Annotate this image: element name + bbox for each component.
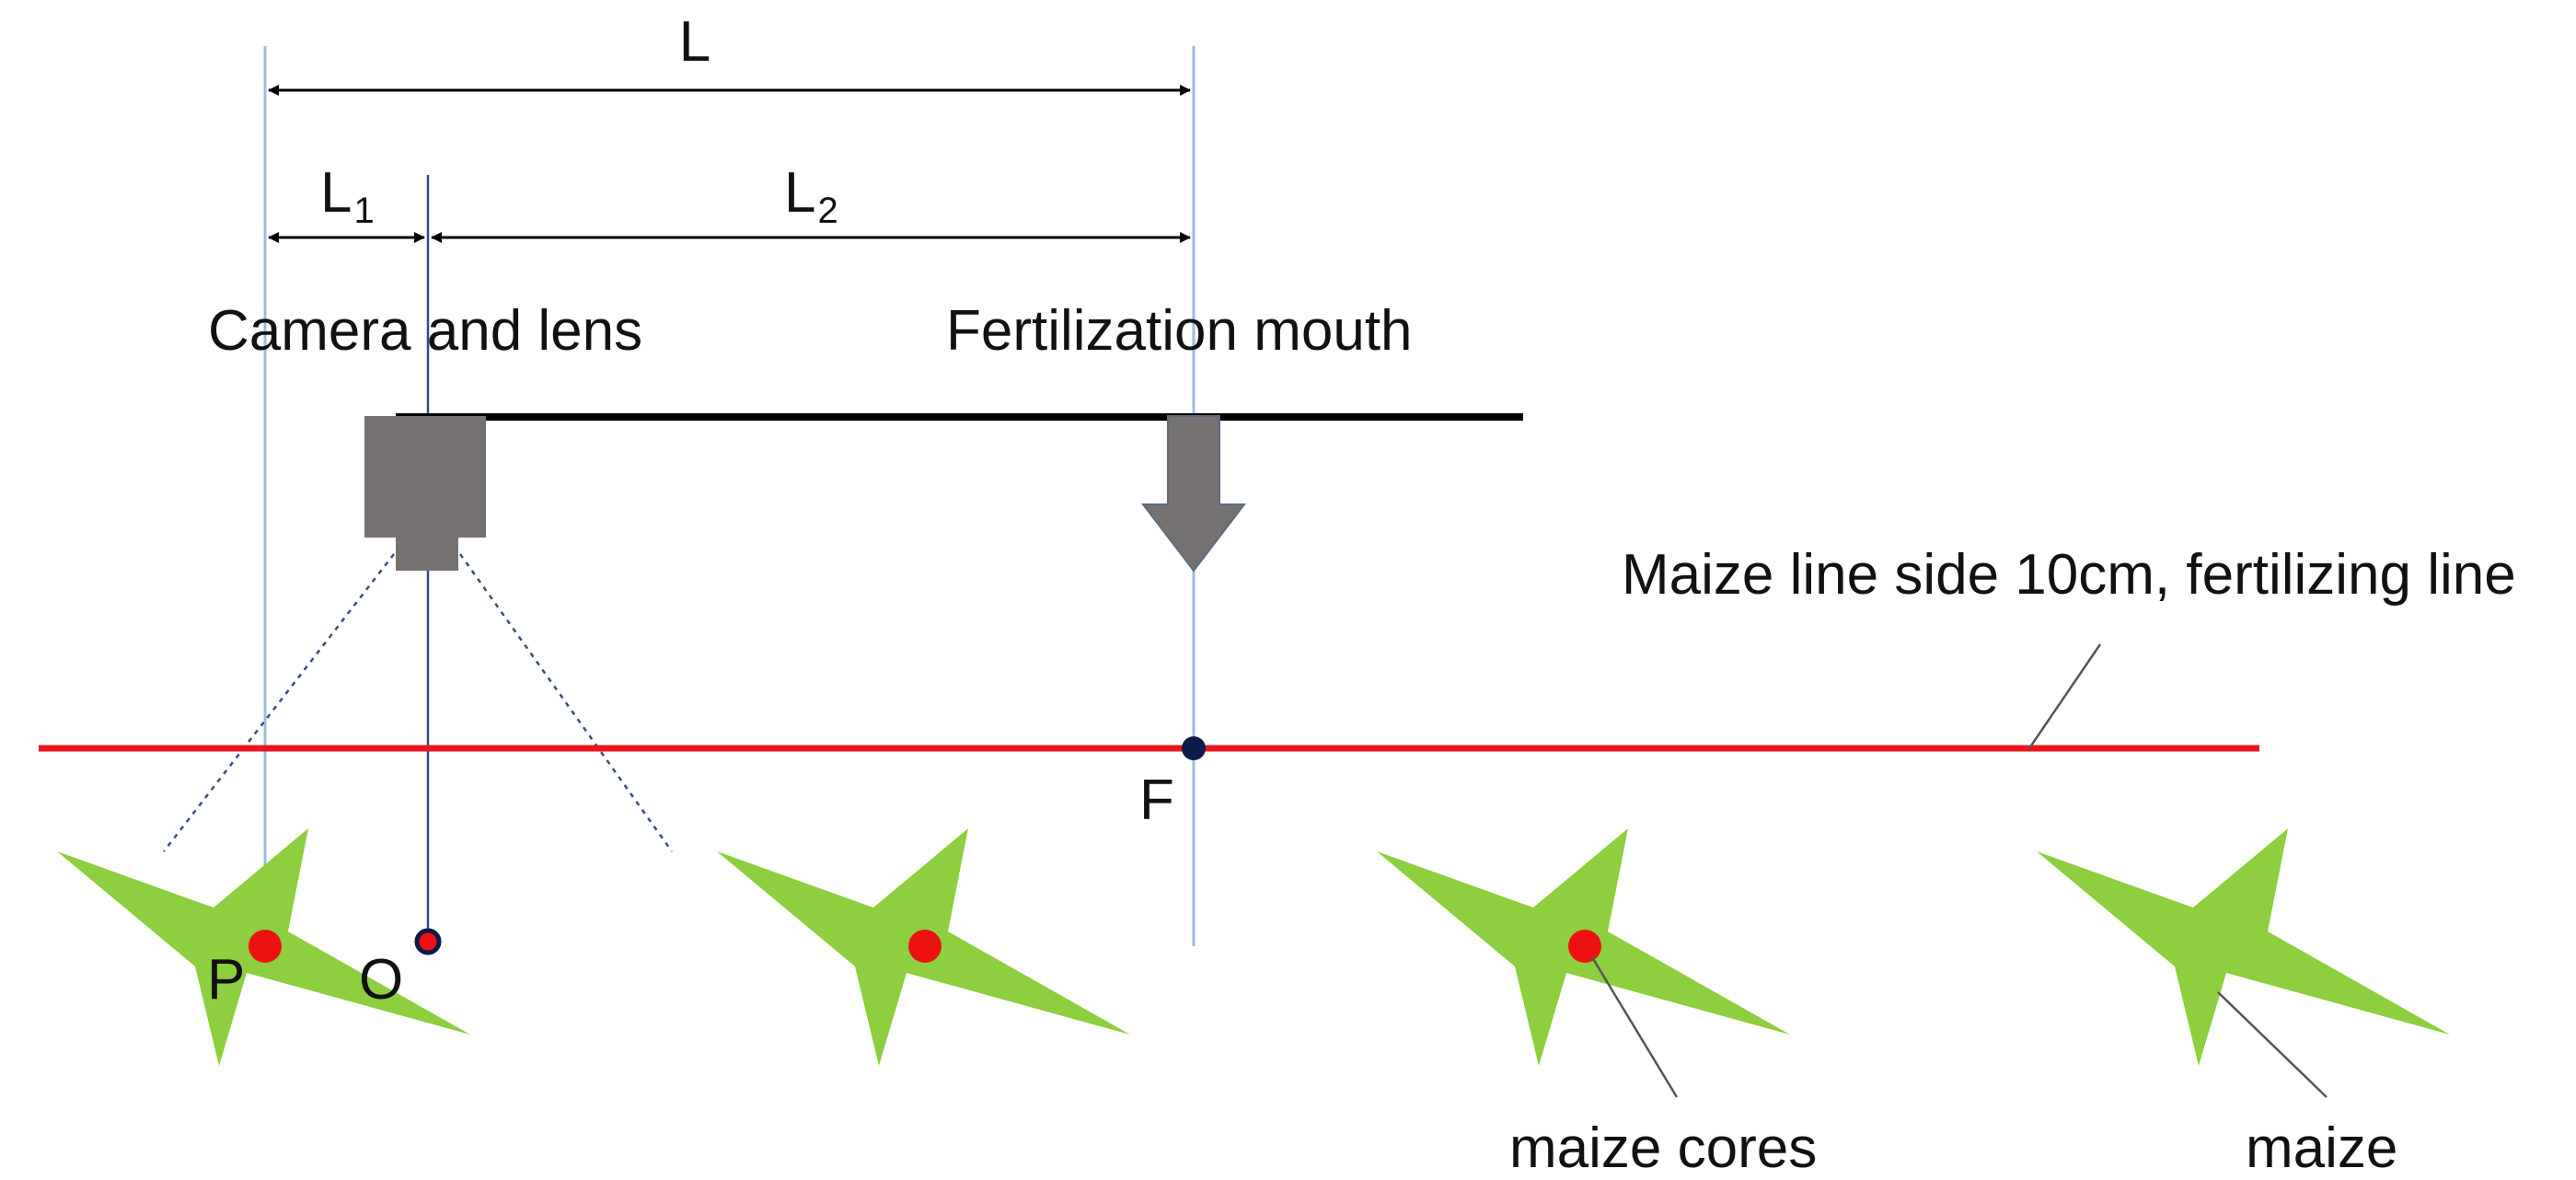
label-l1-main: L [320, 161, 352, 225]
maize-core-3 [1568, 930, 1601, 963]
maize-plant-4 [2037, 828, 2450, 1066]
point-o-marker [414, 928, 442, 955]
label-l1: L1 [320, 161, 375, 231]
label-l2: L2 [784, 161, 838, 231]
camera-field-of-view-left [163, 553, 395, 852]
label-l1-sub: 1 [353, 191, 374, 231]
fertilizing-line-leader [2027, 643, 2102, 749]
maize-core-2 [908, 930, 941, 963]
camera-lens [396, 538, 458, 571]
maize-leader [2217, 991, 2328, 1098]
label-point-o: O [359, 948, 403, 1012]
camera-body [364, 416, 486, 538]
label-fertilization-mouth: Fertilization mouth [946, 299, 1413, 363]
label-l2-main: L [784, 161, 815, 225]
label-maize-cores: maize cores [1509, 1116, 1817, 1180]
label-point-p: P [207, 948, 245, 1012]
fertilization-mouth-arrow [1140, 415, 1247, 573]
label-point-f: F [1139, 769, 1174, 832]
label-l2-sub: 2 [817, 191, 837, 231]
label-camera-and-lens: Camera and lens [208, 299, 642, 363]
label-l: L [679, 10, 710, 74]
label-fertilizing-line: Maize line side 10cm, fertilizing line [1622, 543, 2516, 607]
label-maize: maize [2246, 1116, 2397, 1180]
camera-field-of-view-right [458, 553, 674, 852]
maize-cores-leader [1590, 956, 1679, 1098]
maize-core-p [248, 930, 282, 963]
point-f-marker [1182, 736, 1206, 760]
